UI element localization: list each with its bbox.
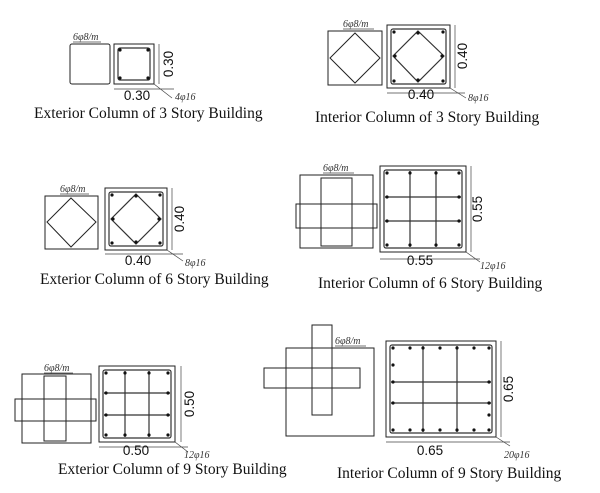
stirrup-outline xyxy=(383,169,463,249)
panel-exterior-9-story: 6φ8/m 0.50 0.50 12φ16 Exterior Column of… xyxy=(14,363,287,478)
rebar-note: 8φ16 xyxy=(468,93,489,104)
panel-caption: Interior Column of 3 Story Building xyxy=(315,109,540,126)
stirrup-note: 6φ8/m xyxy=(73,32,99,43)
panel-caption: Exterior Column of 3 Story Building xyxy=(34,105,263,122)
stirrup-cross-vertical xyxy=(311,324,333,416)
stirrup-note: 6φ8/m xyxy=(60,184,86,195)
rebar-dots xyxy=(392,30,445,83)
panel-exterior-3-story: 6φ8/m 0.30 0.30 4φ16 Exterior Column of … xyxy=(34,32,263,122)
leader-line xyxy=(465,251,481,263)
stirrup-cross-vertical xyxy=(320,177,353,247)
stirrup-note: 6φ8/m xyxy=(323,163,349,174)
stirrup-cross-horizontal xyxy=(295,203,378,229)
height-dimension: 0.55 xyxy=(470,196,485,222)
panel-caption: Interior Column of 9 Story Building xyxy=(337,465,562,482)
stirrup-diamond xyxy=(110,193,162,245)
width-dimension: 0.30 xyxy=(124,88,150,103)
height-dimension: 0.65 xyxy=(501,376,516,402)
stirrup-cross-horizontal xyxy=(263,367,361,389)
rebar-dots xyxy=(385,171,461,247)
rebar-dots xyxy=(104,371,170,437)
leader-line xyxy=(166,249,184,262)
stirrup-square xyxy=(299,174,374,249)
stirrup-square xyxy=(21,373,92,444)
column-section xyxy=(104,187,168,251)
leader-line xyxy=(174,441,189,453)
width-dimension: 0.40 xyxy=(125,253,151,268)
rebar-dots xyxy=(118,48,150,80)
stirrup-outline xyxy=(389,344,493,434)
stirrup-shape xyxy=(69,43,111,85)
width-dimension: 0.65 xyxy=(417,443,443,458)
rebar-note: 8φ16 xyxy=(185,258,206,269)
height-dimension: 0.40 xyxy=(172,206,187,232)
stirrup-note: 6φ8/m xyxy=(44,363,70,374)
height-dimension: 0.50 xyxy=(182,391,197,417)
rebar-note: 20φ16 xyxy=(504,450,530,461)
column-section xyxy=(98,365,176,443)
stirrup-square xyxy=(44,195,99,250)
width-dimension: 0.55 xyxy=(407,253,433,268)
column-section xyxy=(385,340,497,438)
panel-interior-6-story: 6φ8/m 0.55 0.55 12φ16 Interior Column of… xyxy=(295,163,543,292)
column-section xyxy=(386,24,451,89)
column-section xyxy=(113,43,155,85)
stirrup-square xyxy=(327,30,383,86)
height-dimension: 0.40 xyxy=(455,43,470,69)
stirrup-diamond xyxy=(46,197,97,248)
stirrup-outline xyxy=(102,369,172,439)
stirrup-outline xyxy=(390,28,447,85)
stirrup-outline xyxy=(117,47,151,81)
width-dimension: 0.50 xyxy=(123,443,149,458)
panel-caption: Exterior Column of 9 Story Building xyxy=(58,461,287,478)
rebar-dots xyxy=(110,193,162,245)
stirrup-outline xyxy=(108,191,164,247)
leader-line xyxy=(449,87,467,99)
stirrup-diamond xyxy=(392,30,445,83)
stirrup-square xyxy=(285,347,375,437)
stirrup-note: 6φ8/m xyxy=(343,19,369,30)
height-dimension: 0.30 xyxy=(161,51,176,77)
panel-interior-3-story: 6φ8/m 0.40 0.40 8φ16 Interior Column of … xyxy=(315,19,540,126)
panel-exterior-6-story: 6φ8/m 0.40 0.40 8φ16 Exterior Column of … xyxy=(40,184,269,288)
stirrup-cross-vertical xyxy=(43,375,67,442)
column-section xyxy=(379,165,467,253)
panel-caption: Exterior Column of 6 Story Building xyxy=(40,271,269,288)
rebar-dots xyxy=(391,346,491,432)
leader-line xyxy=(495,436,511,447)
stirrup-diamond xyxy=(329,32,381,84)
stirrup-note: 6φ8/m xyxy=(335,336,361,347)
leader-line xyxy=(153,83,173,99)
rebar-note: 12φ16 xyxy=(480,261,506,272)
rebar-note: 12φ16 xyxy=(184,450,210,461)
panel-interior-9-story: 6φ8/m 0.65 0.65 20φ16 Interior Column of… xyxy=(263,324,562,482)
rebar-note: 4φ16 xyxy=(175,92,196,103)
panel-caption: Interior Column of 6 Story Building xyxy=(318,275,543,292)
width-dimension: 0.40 xyxy=(408,87,434,102)
stirrup-cross-horizontal xyxy=(14,398,97,422)
